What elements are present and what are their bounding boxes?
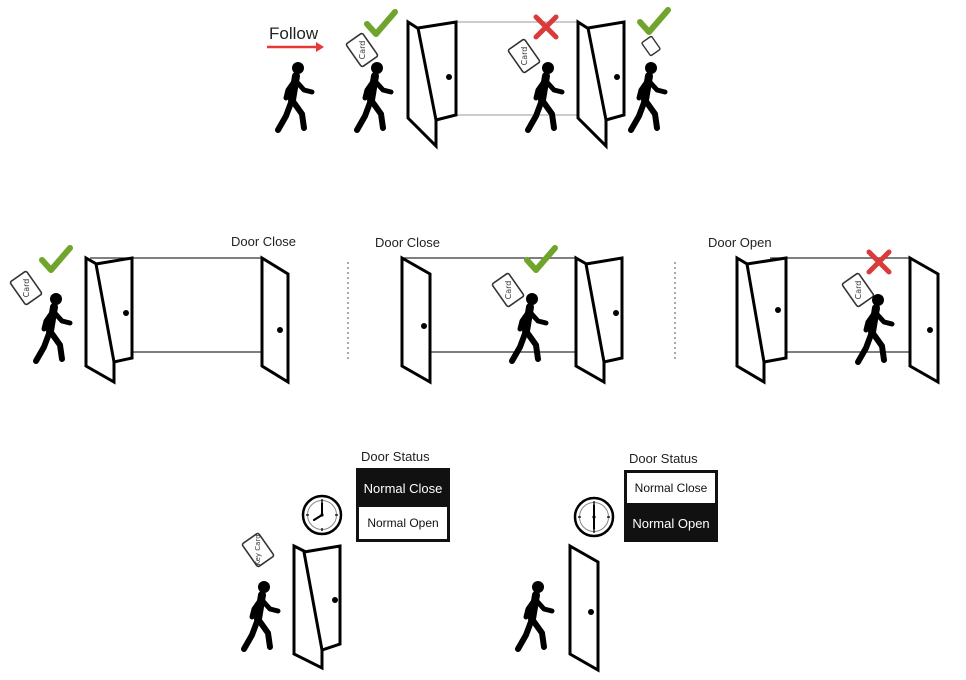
- status2-title: Door Status: [629, 451, 698, 466]
- svg-text:Card: Card: [504, 281, 513, 300]
- status1-title: Door Status: [361, 449, 430, 464]
- check-icon: [640, 10, 668, 32]
- card-icon: Card: [490, 271, 526, 309]
- person-follower: [278, 62, 312, 130]
- person-denied: [528, 62, 562, 130]
- person-first: [357, 62, 391, 130]
- card-icon: Card: [506, 37, 542, 75]
- panel-door-open: Door Open Card: [708, 235, 940, 385]
- panel3-label: Door Open: [708, 235, 772, 250]
- clock-icon: [573, 496, 615, 538]
- door-closed: [568, 543, 600, 673]
- follow-label: Follow: [269, 24, 319, 43]
- card-icon: Card: [344, 31, 380, 69]
- card-icon: Card: [8, 269, 44, 307]
- status1-row2-bg: [359, 507, 447, 539]
- normal-open-scenario: Door Status Normal Close Normal Open: [518, 451, 718, 673]
- cross-icon: [536, 17, 556, 37]
- door-open: [292, 543, 342, 671]
- status1-row1: Normal Close: [364, 481, 443, 496]
- check-icon: [367, 12, 395, 34]
- door-open-1: [406, 19, 458, 150]
- normal-close-scenario: Door Status Normal Close Normal Open Key…: [239, 449, 450, 671]
- status1-row1-bg: [358, 470, 448, 504]
- status1-row2: Normal Open: [367, 516, 438, 530]
- card-icon: Card: [840, 271, 876, 309]
- person: [36, 293, 70, 361]
- status2-row2: Normal Open: [632, 516, 709, 531]
- person: [244, 581, 278, 649]
- key-card-icon: Key Card: [240, 531, 276, 569]
- card-icon-small: [641, 35, 661, 57]
- person: [518, 581, 552, 649]
- panel1-label: Door Close: [231, 234, 296, 249]
- status2-row1: Normal Close: [635, 481, 708, 495]
- follow-scenario: Follow Card Card: [267, 10, 668, 150]
- svg-text:Card: Card: [520, 47, 529, 66]
- svg-text:Card: Card: [22, 279, 31, 298]
- person: [512, 293, 546, 361]
- svg-text:Key Card: Key Card: [254, 534, 262, 565]
- person-passed: [631, 62, 665, 130]
- svg-text:Card: Card: [358, 41, 367, 60]
- check-icon: [42, 248, 70, 270]
- check-icon: [527, 248, 555, 270]
- cross-icon: [869, 252, 889, 272]
- panel-door-close-2: Door Close Card: [375, 235, 624, 385]
- svg-text:Card: Card: [854, 281, 863, 300]
- panel2-label: Door Close: [375, 235, 440, 250]
- panel-door-close-1: Door Close Card: [8, 234, 296, 385]
- follow-arrow: [267, 42, 324, 52]
- door-open-2: [576, 19, 626, 150]
- status2-row1-bg: [627, 473, 715, 503]
- clock-icon: [301, 494, 343, 536]
